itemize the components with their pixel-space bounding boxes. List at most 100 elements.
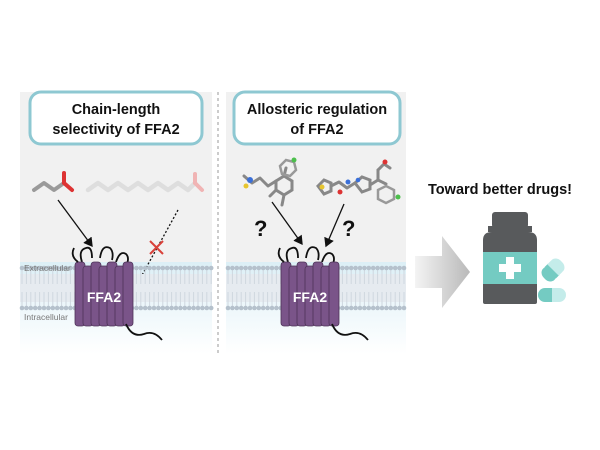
outcome-title: Toward better drugs! bbox=[428, 182, 572, 198]
lipid-head bbox=[357, 265, 363, 271]
lipid-head bbox=[265, 265, 270, 271]
allosteric-modulator-2-icon bbox=[316, 159, 401, 205]
lipid-head bbox=[392, 305, 398, 311]
lipid-head bbox=[208, 265, 214, 271]
lipid-head bbox=[151, 265, 157, 271]
lipid-head bbox=[370, 305, 376, 311]
lipid-head bbox=[41, 265, 47, 271]
lipid-head bbox=[384, 305, 389, 311]
lipid-head bbox=[24, 265, 29, 271]
lipid-head bbox=[348, 305, 354, 311]
lipid-head bbox=[200, 265, 205, 271]
lipid-head bbox=[388, 265, 394, 271]
lipid-head bbox=[225, 305, 231, 311]
lipid-head bbox=[32, 305, 38, 311]
lipid-head bbox=[59, 265, 64, 271]
lipid-head bbox=[164, 265, 170, 271]
panel-1-title-line2: selectivity of FFA2 bbox=[52, 122, 179, 138]
lipid-head bbox=[19, 305, 25, 311]
lipid-head bbox=[225, 265, 231, 271]
extracellular-label: Extracellular bbox=[24, 263, 71, 273]
lipid-head bbox=[68, 265, 73, 271]
receptor-label-2: FFA2 bbox=[293, 289, 327, 305]
transmembrane-helix bbox=[122, 261, 134, 327]
lipid-head bbox=[269, 305, 275, 311]
lipid-head bbox=[238, 265, 244, 271]
lipid-head bbox=[344, 305, 350, 311]
panel-1-title-line1: Chain-length bbox=[72, 102, 161, 118]
lipid-head bbox=[46, 265, 51, 271]
lipid-head bbox=[256, 265, 262, 271]
lipid-head bbox=[50, 305, 56, 311]
lipid-head bbox=[191, 265, 196, 271]
lipid-head bbox=[340, 305, 345, 311]
lipid-head bbox=[134, 305, 139, 311]
lipid-head bbox=[274, 305, 279, 311]
panel-chain-length: Chain-length selectivity of FFA2 Extrace… bbox=[19, 90, 214, 354]
lipid-head bbox=[353, 265, 358, 271]
lipid-head bbox=[32, 265, 38, 271]
lipid-head bbox=[204, 265, 210, 271]
medicine-bottle-icon bbox=[483, 212, 537, 304]
allosteric-modulator-1-icon bbox=[242, 157, 298, 207]
c-terminal-tail bbox=[331, 323, 369, 341]
lipid-head bbox=[169, 265, 174, 271]
lipid-head bbox=[397, 265, 402, 271]
lipid-head bbox=[147, 265, 152, 271]
lipid-head bbox=[384, 265, 389, 271]
lipid-head bbox=[375, 265, 380, 271]
lipid-head bbox=[37, 265, 42, 271]
inhibition-cross-icon bbox=[149, 240, 164, 255]
lipid-head bbox=[357, 305, 363, 311]
lipid-head bbox=[353, 305, 358, 311]
lipid-head bbox=[243, 265, 248, 271]
lipid-head bbox=[247, 305, 253, 311]
lipid-head bbox=[169, 305, 174, 311]
lipid-head bbox=[178, 265, 183, 271]
long-chain-molecule-icon bbox=[85, 172, 204, 193]
lipid-head bbox=[138, 265, 144, 271]
lipid-head bbox=[46, 305, 51, 311]
lipid-head bbox=[200, 305, 205, 311]
panel-allosteric: Allosteric regulation of FFA2 bbox=[225, 90, 407, 354]
panel-2-title-box bbox=[232, 90, 402, 146]
lipid-head bbox=[142, 265, 148, 271]
lipid-head bbox=[238, 305, 244, 311]
lipid-head bbox=[401, 265, 407, 271]
lipid-head bbox=[63, 265, 69, 271]
lipid-head bbox=[379, 265, 385, 271]
lipid-head bbox=[208, 305, 214, 311]
lipid-head bbox=[362, 305, 367, 311]
lipid-head bbox=[366, 305, 372, 311]
lipid-head bbox=[340, 265, 345, 271]
lipid-head bbox=[142, 305, 148, 311]
n-terminus bbox=[277, 247, 285, 263]
lipid-head bbox=[234, 265, 240, 271]
panel-1-title-box bbox=[28, 90, 204, 146]
lipid-head bbox=[191, 305, 196, 311]
short-chain-molecule-icon bbox=[32, 171, 74, 192]
lipid-head bbox=[54, 265, 60, 271]
lipid-head bbox=[160, 265, 166, 271]
lipid-head bbox=[204, 305, 210, 311]
lipid-head bbox=[230, 265, 235, 271]
lipid-head bbox=[274, 265, 279, 271]
lipid-head bbox=[182, 265, 188, 271]
lipid-head bbox=[50, 265, 56, 271]
blocked-arrow-long-chain bbox=[135, 209, 179, 288]
lipid-head bbox=[59, 305, 64, 311]
lipid-head bbox=[28, 305, 34, 311]
lipid-head bbox=[256, 305, 262, 311]
capsule-icon bbox=[541, 258, 565, 282]
ffa2-receptor-icon-2 bbox=[277, 246, 369, 341]
lipid-head bbox=[375, 305, 380, 311]
intracellular-label: Intracellular bbox=[24, 312, 68, 322]
lipid-head bbox=[134, 265, 139, 271]
lipid-head bbox=[173, 305, 179, 311]
lipid-head bbox=[156, 265, 161, 271]
question-mark-left: ? bbox=[254, 216, 267, 241]
lipid-head bbox=[138, 305, 144, 311]
lipid-head bbox=[243, 305, 248, 311]
lipid-head bbox=[54, 305, 60, 311]
